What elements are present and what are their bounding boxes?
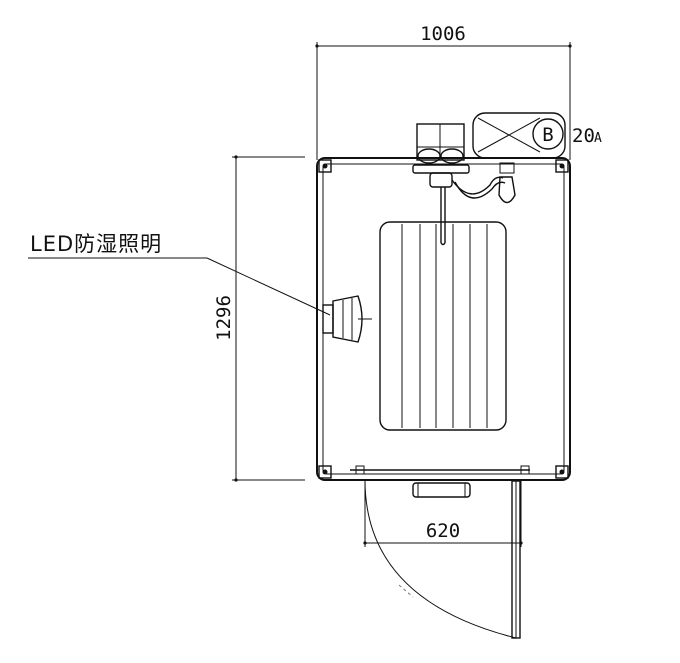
- led-light-label: LED防湿照明: [30, 232, 162, 256]
- width-dimension-value: 1006: [420, 23, 466, 45]
- breaker-letter: B: [542, 124, 553, 146]
- led-light-fixture: [322, 295, 372, 343]
- breaker-rating-unit: A: [594, 131, 602, 146]
- breaker-rating: 20: [572, 125, 595, 147]
- width-dimension: 1006: [315, 23, 572, 160]
- floor-pallet: [379, 221, 507, 431]
- breaker-box: B 20 A: [472, 112, 602, 174]
- depth-dimension: 1296: [213, 155, 305, 482]
- cabin-walls: [316, 157, 571, 481]
- door-width-value: 620: [426, 520, 460, 542]
- corner-post-top-left: [318, 159, 332, 173]
- faucet-assembly: [412, 123, 516, 246]
- door-width-dimension: 620: [363, 480, 523, 547]
- door-threshold: [350, 465, 530, 498]
- corner-post-bottom-left: [318, 465, 332, 479]
- led-light-callout: LED防湿照明: [28, 232, 331, 316]
- depth-dimension-value: 1296: [213, 295, 235, 341]
- corner-post-bottom-right: [555, 465, 569, 479]
- door-swing: [364, 479, 521, 639]
- corner-post-top-right: [555, 159, 569, 173]
